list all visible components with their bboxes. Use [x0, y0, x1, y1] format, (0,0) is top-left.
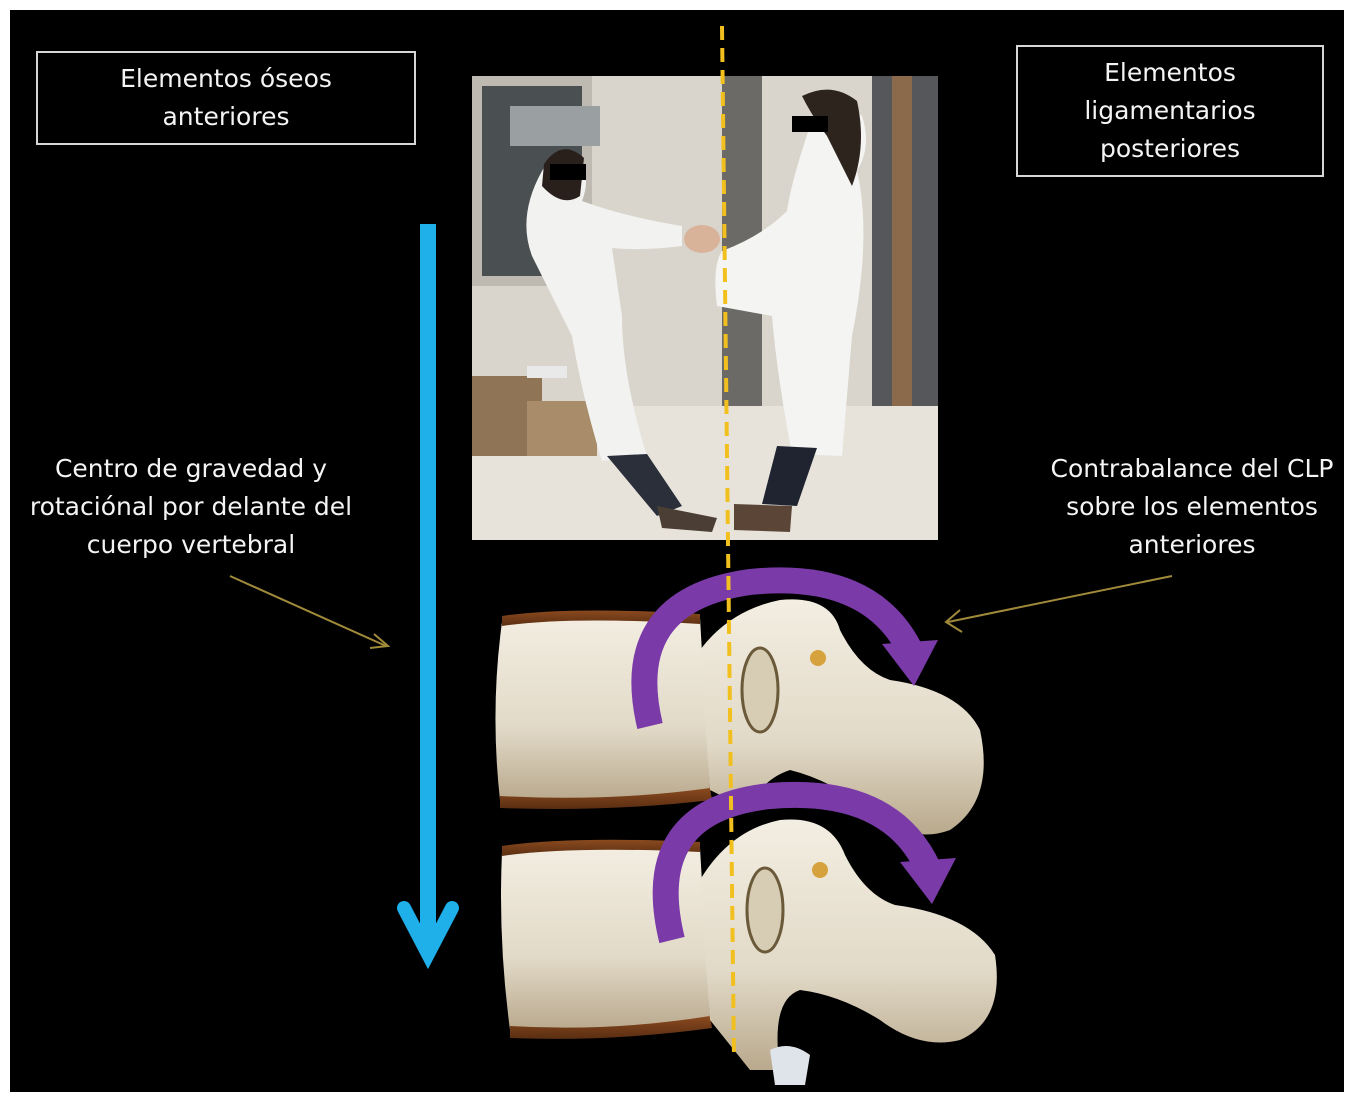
diagram-overlay	[10, 10, 1344, 1092]
arrow-down-icon	[404, 224, 452, 954]
figure-canvas: Elementos óseos anteriores Elementos lig…	[10, 10, 1344, 1092]
pointer-left	[230, 576, 388, 648]
pointer-right	[946, 576, 1172, 632]
